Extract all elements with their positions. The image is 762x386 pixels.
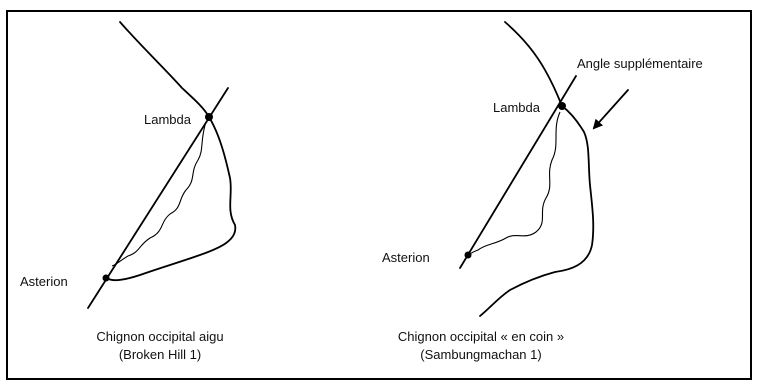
right-angle-label: Angle supplémentaire [577, 56, 703, 71]
left-occipital-profile [107, 117, 235, 280]
right-occipital-profile [480, 106, 593, 316]
left-caption-line1: Chignon occipital aigu [96, 329, 223, 344]
left-vault-curve [120, 22, 209, 117]
right-lambda-label: Lambda [493, 100, 541, 115]
right-caption-line2: (Sambungmachan 1) [420, 347, 541, 362]
left-asterion-label: Asterion [20, 274, 68, 289]
right-caption-line1: Chignon occipital « en coin » [398, 329, 564, 344]
right-vault-curve [505, 22, 562, 106]
right-lambda-point [558, 102, 566, 110]
left-lambda-point [205, 113, 213, 121]
right-asterion-label: Asterion [382, 250, 430, 265]
right-angle-arrow [594, 90, 628, 128]
right-asterion-point [465, 252, 472, 259]
left-skull-figure: Lambda Asterion Chignon occipital aigu (… [20, 22, 235, 362]
right-skull-figure: Lambda Asterion Angle supplémentaire Chi… [382, 22, 703, 362]
left-caption-line2: (Broken Hill 1) [119, 347, 201, 362]
left-asterion-point [103, 275, 110, 282]
left-lambda-label: Lambda [144, 112, 192, 127]
